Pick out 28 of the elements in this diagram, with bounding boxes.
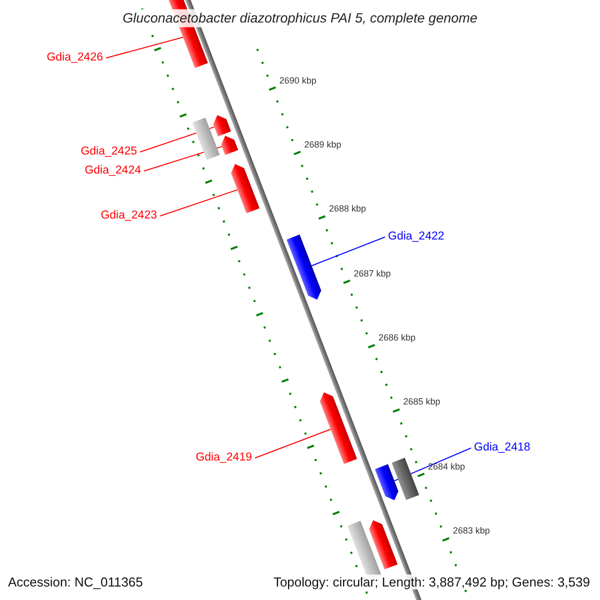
leader-line [106, 36, 184, 58]
scale-label: 2688 kbp [328, 204, 366, 214]
gene-label: Gdia_2418 [474, 442, 530, 454]
scale-label: 2685 kbp [403, 398, 440, 407]
gene-label: Gdia_2425 [80, 146, 137, 158]
genome-info-text: Topology: circular; Length: 3,887,492 bp; Genes: 3,539 [271, 574, 592, 590]
gene-label: Gdia_2426 [46, 52, 103, 64]
accession-text: Accession: NC_011365 [6, 574, 145, 590]
gene-feature [320, 392, 358, 464]
gene-feature [392, 458, 420, 500]
scale-label: 2684 kbp [428, 462, 466, 472]
scale-label: 2683 kbp [452, 526, 490, 536]
scale-label: 2686 kbp [378, 334, 416, 343]
gene-label: Gdia_2422 [388, 231, 444, 243]
scale-label: 2689 kbp [304, 140, 342, 150]
leader-line [160, 189, 238, 216]
gene-label: Gdia_2423 [100, 210, 157, 222]
leader-line [254, 428, 332, 458]
scale-label: 2687 kbp [354, 269, 391, 278]
gene-feature [369, 520, 398, 570]
gene-feature [213, 115, 231, 136]
gene-label: Gdia_2419 [196, 452, 252, 464]
leader-line [311, 236, 386, 266]
gene-label: Gdia_2424 [84, 165, 141, 177]
gene-feature [231, 164, 260, 214]
scale-label: 2690 kbp [279, 76, 316, 86]
gene-feature [374, 464, 398, 500]
gene-feature [286, 234, 322, 300]
